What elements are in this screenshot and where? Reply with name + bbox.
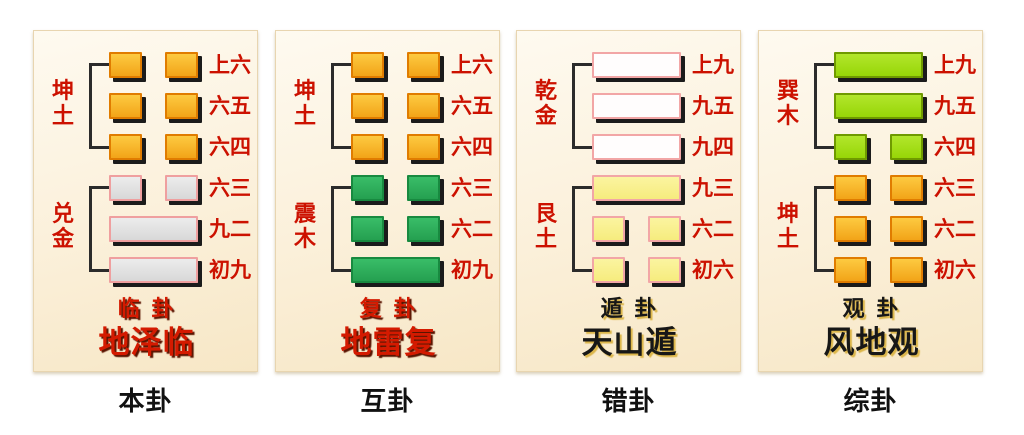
hexagram-name-short: 临 卦 xyxy=(117,297,176,322)
line-position-label: 九三 xyxy=(692,176,734,200)
upper-trigram-label: 坤土 xyxy=(51,79,74,129)
panel-ben-gua: 坤土 兑金 上六 六五 六四 六三 九二 初九 临 卦 地泽临 本卦 xyxy=(33,0,258,435)
hexagram-line-2 xyxy=(834,216,923,242)
hexagram-line-3 xyxy=(109,175,198,201)
line-position-label: 初六 xyxy=(692,258,734,282)
hexagram-name-short: 复 卦 xyxy=(359,297,418,322)
line-position-label: 六四 xyxy=(209,135,251,159)
hexagram-card: 乾金 艮土 上九 九五 九四 九三 六二 初六 遁 卦 天山遁 xyxy=(516,30,741,372)
hexagram-line-1 xyxy=(351,257,440,283)
hexagram-line-5 xyxy=(351,93,440,119)
hexagram-line-3 xyxy=(592,175,681,201)
line-position-label: 六四 xyxy=(451,135,493,159)
hexagram-line-6 xyxy=(592,52,681,78)
upper-trigram-bracket xyxy=(572,63,592,149)
line-position-label: 六二 xyxy=(692,217,734,241)
hexagram-line-5 xyxy=(592,93,681,119)
hexagram-line-1 xyxy=(592,257,681,283)
lower-trigram-label: 震木 xyxy=(293,202,316,252)
line-position-label: 初九 xyxy=(209,258,251,282)
panel-zong-gua: 巽木 坤土 上九 九五 六四 六三 六二 初六 观 卦 风地观 综卦 xyxy=(758,0,983,435)
lower-trigram-bracket xyxy=(572,186,592,272)
hexagram-line-5 xyxy=(834,93,923,119)
line-position-label: 六二 xyxy=(934,217,976,241)
line-position-label: 九五 xyxy=(692,94,734,118)
hexagram-name-full: 地泽临 xyxy=(98,325,195,361)
hexagram-line-4 xyxy=(351,134,440,160)
panel-hu-gua: 坤土 震木 上六 六五 六四 六三 六二 初九 复 卦 地雷复 互卦 xyxy=(275,0,500,435)
hexagram-line-4 xyxy=(592,134,681,160)
panel-role-label: 错卦 xyxy=(601,387,656,417)
lower-trigram-bracket xyxy=(89,186,109,272)
line-position-label: 上九 xyxy=(934,53,976,77)
hexagram-line-2 xyxy=(109,216,198,242)
line-position-label: 六五 xyxy=(451,94,493,118)
panel-role-label: 本卦 xyxy=(118,387,173,417)
upper-trigram-label: 巽木 xyxy=(776,79,799,129)
hexagram-line-6 xyxy=(109,52,198,78)
lower-trigram-label: 兑金 xyxy=(51,202,74,252)
panel-role-label: 综卦 xyxy=(843,387,898,417)
hexagram-line-3 xyxy=(834,175,923,201)
line-position-label: 六五 xyxy=(209,94,251,118)
lower-trigram-bracket xyxy=(331,186,351,272)
upper-trigram-label: 乾金 xyxy=(534,79,557,129)
upper-trigram-label: 坤土 xyxy=(293,79,316,129)
hexagram-name-full: 天山遁 xyxy=(581,325,678,361)
line-position-label: 上六 xyxy=(209,53,251,77)
line-position-label: 六三 xyxy=(934,176,976,200)
upper-trigram-bracket xyxy=(89,63,109,149)
line-position-label: 初六 xyxy=(934,258,976,282)
hexagram-name-full: 风地观 xyxy=(823,325,920,361)
hexagram-line-6 xyxy=(351,52,440,78)
hexagram-card: 巽木 坤土 上九 九五 六四 六三 六二 初六 观 卦 风地观 xyxy=(758,30,983,372)
line-position-label: 六四 xyxy=(934,135,976,159)
line-position-label: 上六 xyxy=(451,53,493,77)
line-position-label: 六二 xyxy=(451,217,493,241)
lower-trigram-label: 坤土 xyxy=(776,202,799,252)
panel-cuo-gua: 乾金 艮土 上九 九五 九四 九三 六二 初六 遁 卦 天山遁 错卦 xyxy=(516,0,741,435)
line-position-label: 六三 xyxy=(451,176,493,200)
hexagram-line-1 xyxy=(109,257,198,283)
hexagram-line-4 xyxy=(834,134,923,160)
upper-trigram-bracket xyxy=(814,63,834,149)
hexagram-card: 坤土 兑金 上六 六五 六四 六三 九二 初九 临 卦 地泽临 xyxy=(33,30,258,372)
hexagram-name-full: 地雷复 xyxy=(340,325,437,361)
lower-trigram-label: 艮土 xyxy=(534,202,557,252)
line-position-label: 九五 xyxy=(934,94,976,118)
hexagram-line-1 xyxy=(834,257,923,283)
hexagram-card: 坤土 震木 上六 六五 六四 六三 六二 初九 复 卦 地雷复 xyxy=(275,30,500,372)
hexagram-line-4 xyxy=(109,134,198,160)
hexagram-line-2 xyxy=(592,216,681,242)
hexagram-line-6 xyxy=(834,52,923,78)
lower-trigram-bracket xyxy=(814,186,834,272)
line-position-label: 初九 xyxy=(451,258,493,282)
line-position-label: 九四 xyxy=(692,135,734,159)
hexagram-line-2 xyxy=(351,216,440,242)
hexagram-name-short: 遁 卦 xyxy=(600,297,659,322)
hexagram-line-3 xyxy=(351,175,440,201)
hexagram-name-short: 观 卦 xyxy=(842,297,901,322)
panel-role-label: 互卦 xyxy=(360,387,415,417)
line-position-label: 六三 xyxy=(209,176,251,200)
upper-trigram-bracket xyxy=(331,63,351,149)
line-position-label: 九二 xyxy=(209,217,251,241)
line-position-label: 上九 xyxy=(692,53,734,77)
hexagram-line-5 xyxy=(109,93,198,119)
